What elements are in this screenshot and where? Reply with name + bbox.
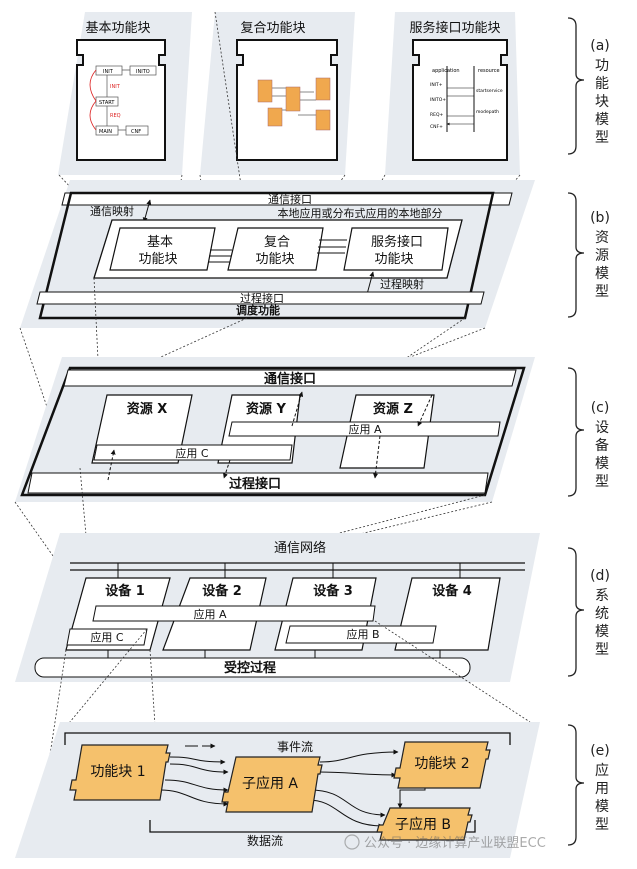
level-d-system-model: 通信网络 设备 1 设备 2 设备 3 设备 4 应用 A 应用 B 应用 C … (15, 533, 540, 682)
side-c-4: 型 (595, 474, 609, 490)
d-app-b: 应用 B (346, 627, 379, 641)
wechat-icon (344, 834, 360, 850)
side-d-1: 系 (595, 588, 609, 604)
side-c-0: (c) (591, 400, 610, 416)
level-e-application-model: 事件流 数据流 功能块 1 子应用 A 功能块 2 子应用 B (15, 722, 540, 858)
e-fb-1: 功能块 1 (90, 764, 145, 780)
b-composite-fb-2: 功能块 (255, 252, 294, 267)
side-d-4: 型 (595, 642, 609, 658)
connectors-d-e (39, 620, 531, 821)
connectors-c-d (14, 467, 493, 581)
basic-fb-text-4: START (99, 100, 115, 106)
side-d-0: (d) (590, 568, 610, 584)
basic-fb-text-1: INIT (103, 69, 114, 75)
c-app-a: 应用 A (348, 422, 381, 436)
level-b-resource-model: 通信接口 通信映射 本地应用或分布式应用的本地部分 基本 功能块 复合 功能块 … (20, 180, 535, 328)
e-sub-a: 子应用 A (242, 775, 298, 792)
basic-fb-text-3: INIT (110, 84, 121, 90)
tile-basic-fb: 基本功能块 INIT INITO INIT START REQ MAIN CNF (58, 12, 192, 175)
svc-text-3: INIT+ (430, 82, 443, 88)
b-service-fb-2: 功能块 (374, 252, 413, 267)
side-c-1: 设 (595, 420, 609, 436)
level-a-function-block-model: 基本功能块 INIT INITO INIT START REQ MAIN CNF… (58, 12, 520, 175)
b-composite-fb-1: 复合 (264, 235, 290, 250)
side-d-2: 统 (595, 606, 609, 622)
connectors-b-c (19, 277, 486, 446)
c-comm-interface: 通信接口 (264, 371, 316, 387)
side-b-4: 型 (595, 284, 609, 300)
side-e-0: (e) (590, 743, 610, 759)
b-comm-mapping: 通信映射 (90, 204, 134, 218)
d-device-3: 设备 3 (313, 583, 353, 599)
side-e-3: 模 (595, 799, 609, 815)
c-resource-y: 资源 Y (246, 401, 287, 417)
b-comm-interface: 通信接口 (268, 193, 312, 206)
c-process-interface: 过程接口 (229, 476, 281, 492)
side-e-2: 用 (595, 781, 609, 797)
svc-text-5: INITO+ (430, 97, 446, 103)
tile-basic-fb-title: 基本功能块 (85, 21, 150, 36)
svc-text-1: application (432, 68, 460, 74)
tile-composite-fb: 复合功能块 (200, 12, 355, 175)
side-a-2: 能 (595, 76, 609, 92)
svc-text-7: modepath (476, 109, 499, 115)
side-a-0: (a) (590, 38, 610, 54)
watermark: 公众号 · 边缘计算产业联盟ECC (344, 834, 546, 851)
side-c-3: 模 (595, 456, 609, 472)
b-service-fb-1: 服务接口 (371, 234, 423, 250)
b-basic-fb-2: 功能块 (138, 252, 177, 267)
d-device-1: 设备 1 (105, 583, 145, 599)
side-b-0: (b) (590, 210, 610, 226)
side-a-1: 功 (595, 58, 609, 74)
side-b-1: 资 (595, 230, 609, 246)
side-labels: (a) 功 能 块 模 型 (b) 资 源 模 型 (c) 设 备 模 型 (d… (567, 17, 610, 846)
watermark-text: 公众号 · 边缘计算产业联盟ECC (364, 836, 546, 851)
d-network: 通信网络 (274, 540, 326, 556)
d-controlled-process: 受控过程 (224, 660, 276, 676)
basic-fb-text-6: MAIN (99, 129, 112, 135)
level-c-device-model: 通信接口 资源 X 资源 Y 资源 Z 应用 A 应用 C 过程接口 (15, 357, 535, 502)
b-scheduling: 调度功能 (236, 303, 280, 317)
c-resource-x: 资源 X (127, 401, 168, 417)
svc-text-6: REQ+ (430, 112, 444, 118)
b-process-interface: 过程接口 (240, 292, 284, 305)
d-app-a: 应用 A (193, 607, 226, 621)
tile-composite-fb-title: 复合功能块 (240, 21, 305, 36)
basic-fb-text-7: CNF (131, 129, 141, 135)
svc-text-2: resource (478, 68, 500, 74)
b-basic-fb-1: 基本 (147, 235, 173, 250)
side-a-5: 型 (595, 130, 609, 146)
basic-fb-text-5: REQ (110, 113, 121, 119)
side-d-3: 模 (595, 624, 609, 640)
e-data-flow: 数据流 (247, 833, 283, 848)
d-device-4: 设备 4 (432, 583, 472, 599)
e-event-flow: 事件流 (277, 740, 313, 754)
svc-text-4: startservice (476, 88, 503, 94)
tile-service-fb-title: 服务接口功能块 (409, 20, 500, 36)
d-device-2: 设备 2 (202, 583, 242, 599)
svc-text-8: CNF+ (430, 124, 443, 130)
side-a-3: 块 (595, 94, 609, 110)
c-resource-z: 资源 Z (373, 401, 413, 417)
side-a-4: 模 (595, 112, 609, 128)
side-e-1: 应 (595, 762, 609, 779)
side-c-2: 备 (595, 437, 609, 454)
b-process-mapping: 过程映射 (380, 277, 424, 291)
b-local-app: 本地应用或分布式应用的本地部分 (278, 206, 443, 220)
side-b-3: 模 (595, 266, 609, 282)
side-b-2: 源 (595, 248, 609, 264)
d-app-c: 应用 C (90, 630, 123, 644)
e-sub-b: 子应用 B (395, 816, 451, 833)
c-app-c: 应用 C (175, 446, 208, 460)
tile-service-fb: 服务接口功能块 application resource INIT+ start… (385, 12, 520, 175)
e-fb-2: 功能块 2 (414, 756, 469, 772)
basic-fb-text-2: INITO (136, 69, 150, 75)
side-e-4: 型 (595, 817, 609, 833)
